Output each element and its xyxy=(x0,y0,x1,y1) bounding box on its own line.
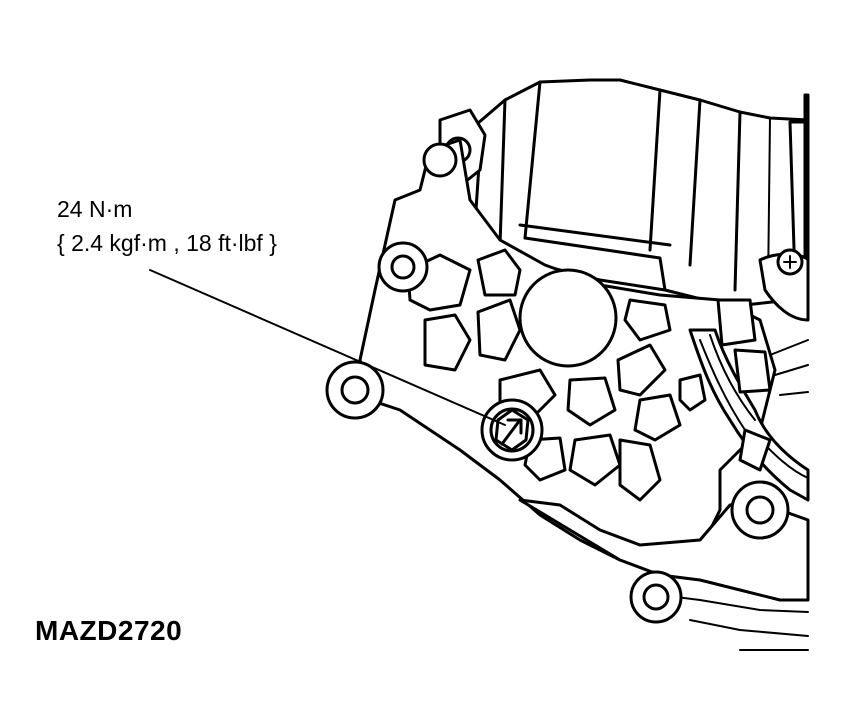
torque-conversion-label: { 2.4 kgf·m , 18 ft·lbf } xyxy=(57,230,277,256)
starter-motor xyxy=(438,78,810,307)
mounting-bosses xyxy=(325,142,790,624)
pulley-bore xyxy=(518,268,618,368)
torque-value-label: 24 N·m xyxy=(57,196,133,222)
callout-leader-line xyxy=(149,269,506,426)
wiring-harness xyxy=(688,248,810,502)
torque-bolt xyxy=(480,398,544,462)
figure-code-label: MAZD2720 xyxy=(35,615,183,646)
